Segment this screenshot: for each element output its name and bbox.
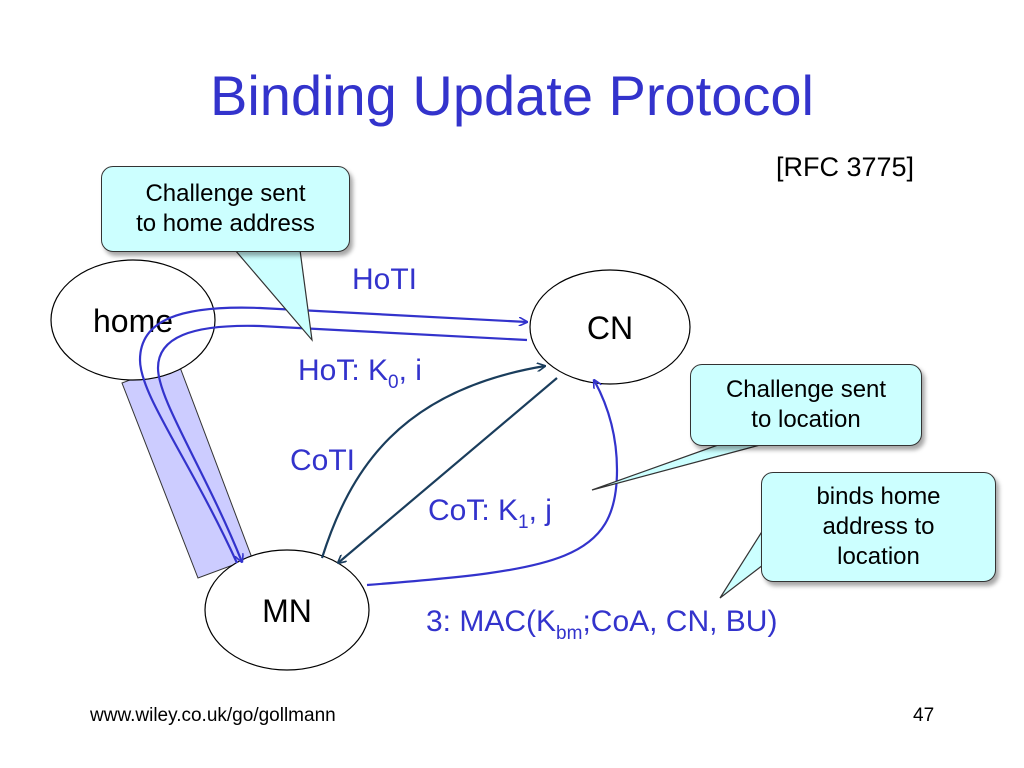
cot-arrow <box>338 377 558 563</box>
footer-url: www.wiley.co.uk/go/gollmann <box>90 705 336 726</box>
mn-node <box>204 549 370 671</box>
binds-callout-pointer <box>719 527 764 599</box>
location-challenge-callout: Challenge sent to location <box>690 364 922 446</box>
tunnel-band <box>121 361 253 579</box>
callout-text: to home address <box>136 210 315 237</box>
page-number: 47 <box>913 705 935 726</box>
home-challenge-callout: Challenge sent to home address <box>101 166 350 252</box>
callout-text: to location <box>751 406 861 433</box>
callout-text: location <box>837 543 920 570</box>
hoti-arrow <box>138 306 527 564</box>
home-label: home <box>93 303 173 339</box>
coti-label: CoTI <box>290 444 356 477</box>
hoti-label: HoTI <box>352 263 418 296</box>
mac-label: 3: MAC(Kbm;CoA, CN, BU) <box>426 605 778 644</box>
slide-title: Binding Update Protocol <box>210 64 814 127</box>
coti-arrow <box>320 366 545 559</box>
binds-callout: binds home address to location <box>761 472 996 582</box>
cn-node <box>529 269 691 385</box>
cn-label: CN <box>587 310 633 346</box>
cot-label: CoT: K1, j <box>428 494 552 533</box>
callout-text: Challenge sent <box>725 376 887 403</box>
callout-text: binds home <box>816 483 941 510</box>
home-node <box>50 259 216 381</box>
mn-label: MN <box>262 593 312 629</box>
hot-label: HoT: K0, i <box>298 354 422 393</box>
binding-update-arrow <box>366 380 619 587</box>
hot-arrow <box>156 324 528 562</box>
callout-text: address to <box>822 513 935 540</box>
rfc-reference: [RFC 3775] <box>776 152 915 182</box>
callout-text: Challenge sent <box>145 180 306 207</box>
